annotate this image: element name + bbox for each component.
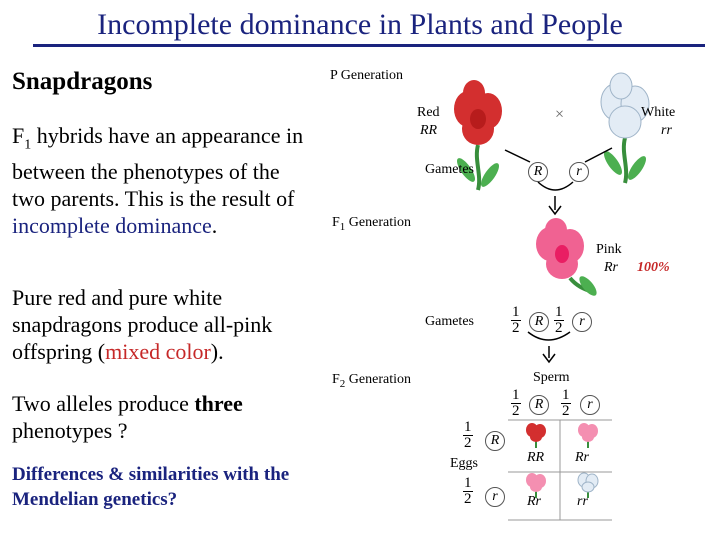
gametes-label-p: Gametes — [425, 162, 474, 177]
f2-generation-label: F2 Generation — [332, 372, 411, 390]
pink-label: Pink — [596, 242, 622, 257]
gamete-R-circle: R — [528, 162, 548, 182]
fraction-numerator: 1 — [511, 304, 521, 321]
para3-text-c: phenotypes ? — [12, 418, 128, 443]
page-title: Incomplete dominance in Plants and Peopl… — [97, 8, 623, 41]
grid-flower-rr-pink2-icon — [526, 473, 546, 498]
para2-text-a: Pure red and pure white snapdragons prod… — [12, 285, 273, 364]
sperm-r-circle: r — [580, 395, 600, 415]
percent-label: 100% — [637, 260, 670, 275]
grid-flower-rr-red-icon — [526, 423, 546, 448]
fraction-denominator: 2 — [464, 491, 472, 507]
f-subscript: 1 — [24, 137, 32, 153]
white-genotype: rr — [661, 123, 672, 138]
f1-f: F — [332, 215, 340, 230]
fraction-numerator: 1 — [554, 304, 564, 321]
f1-generation-label: F1 Generation — [332, 215, 411, 233]
para2-text-c: ). — [210, 339, 224, 364]
f-label: F — [12, 123, 25, 148]
para3-bold: three — [194, 391, 243, 416]
grid-flower-rr-white-icon — [577, 472, 599, 498]
white-label: White — [641, 105, 676, 120]
para1-text-a: hybrids have an appearance in between th… — [12, 123, 304, 212]
fraction-denominator: 2 — [555, 320, 563, 336]
f1-gamete-r-circle: r — [572, 312, 592, 332]
white-flower-icon — [600, 72, 650, 184]
fraction-numerator: 1 — [561, 387, 571, 404]
paragraph-question: Differences & similarities with the Mend… — [12, 464, 290, 510]
f2-f: F — [332, 372, 340, 387]
paragraph-hybrids: F1 hybrids have an appearance in between… — [12, 122, 312, 239]
pink-flower-icon — [536, 218, 597, 296]
para1-text-c: . — [211, 213, 218, 239]
red-flower-icon — [454, 80, 502, 191]
grid-cell-Rr-top: Rr — [575, 450, 589, 465]
red-genotype: RR — [420, 123, 438, 138]
paragraph-offspring: Pure red and pure white snapdragons prod… — [12, 284, 312, 365]
grid-cell-RR: RR — [527, 450, 545, 465]
pink-genotype: Rr — [604, 260, 618, 275]
p-generation-label: P Generation — [330, 68, 403, 83]
egg-R-circle: R — [485, 431, 505, 451]
para2-highlight: mixed color — [105, 339, 211, 364]
grid-flower-rr-pink1-icon — [578, 423, 598, 448]
grid-cell-Rr-bottom: Rr — [527, 494, 541, 509]
eggs-label: Eggs — [450, 456, 478, 471]
egg-r-circle: r — [485, 487, 505, 507]
sperm-label: Sperm — [533, 370, 570, 385]
fraction-denominator: 2 — [562, 403, 570, 419]
gametes-label-f1: Gametes — [425, 314, 474, 329]
red-label: Red — [417, 105, 440, 120]
grid-cell-rr: rr — [577, 494, 588, 509]
f2-rest: Generation — [345, 372, 411, 387]
paragraph-alleles: Two alleles produce three phenotypes ? — [12, 390, 312, 444]
para3-text-a: Two alleles produce — [12, 391, 195, 416]
fraction-denominator: 2 — [512, 403, 520, 419]
section-heading: Snapdragons — [12, 68, 153, 95]
cross-symbol: × — [555, 106, 565, 123]
fraction-numerator: 1 — [463, 475, 473, 492]
fraction-numerator: 1 — [463, 419, 473, 436]
fraction-denominator: 2 — [512, 320, 520, 336]
para1-highlight: incomplete dominance — [12, 213, 212, 239]
f1-sub: 1 — [339, 220, 346, 233]
f1-rest: Generation — [345, 215, 411, 230]
gamete-r-circle: r — [569, 162, 589, 182]
fraction-numerator: 1 — [511, 387, 521, 404]
f2-sub: 2 — [339, 377, 346, 390]
sperm-R-circle: R — [529, 395, 549, 415]
punnett-grid — [508, 419, 612, 521]
fraction-denominator: 2 — [464, 435, 472, 451]
f1-gamete-R-circle: R — [529, 312, 549, 332]
title-underline — [33, 44, 705, 47]
